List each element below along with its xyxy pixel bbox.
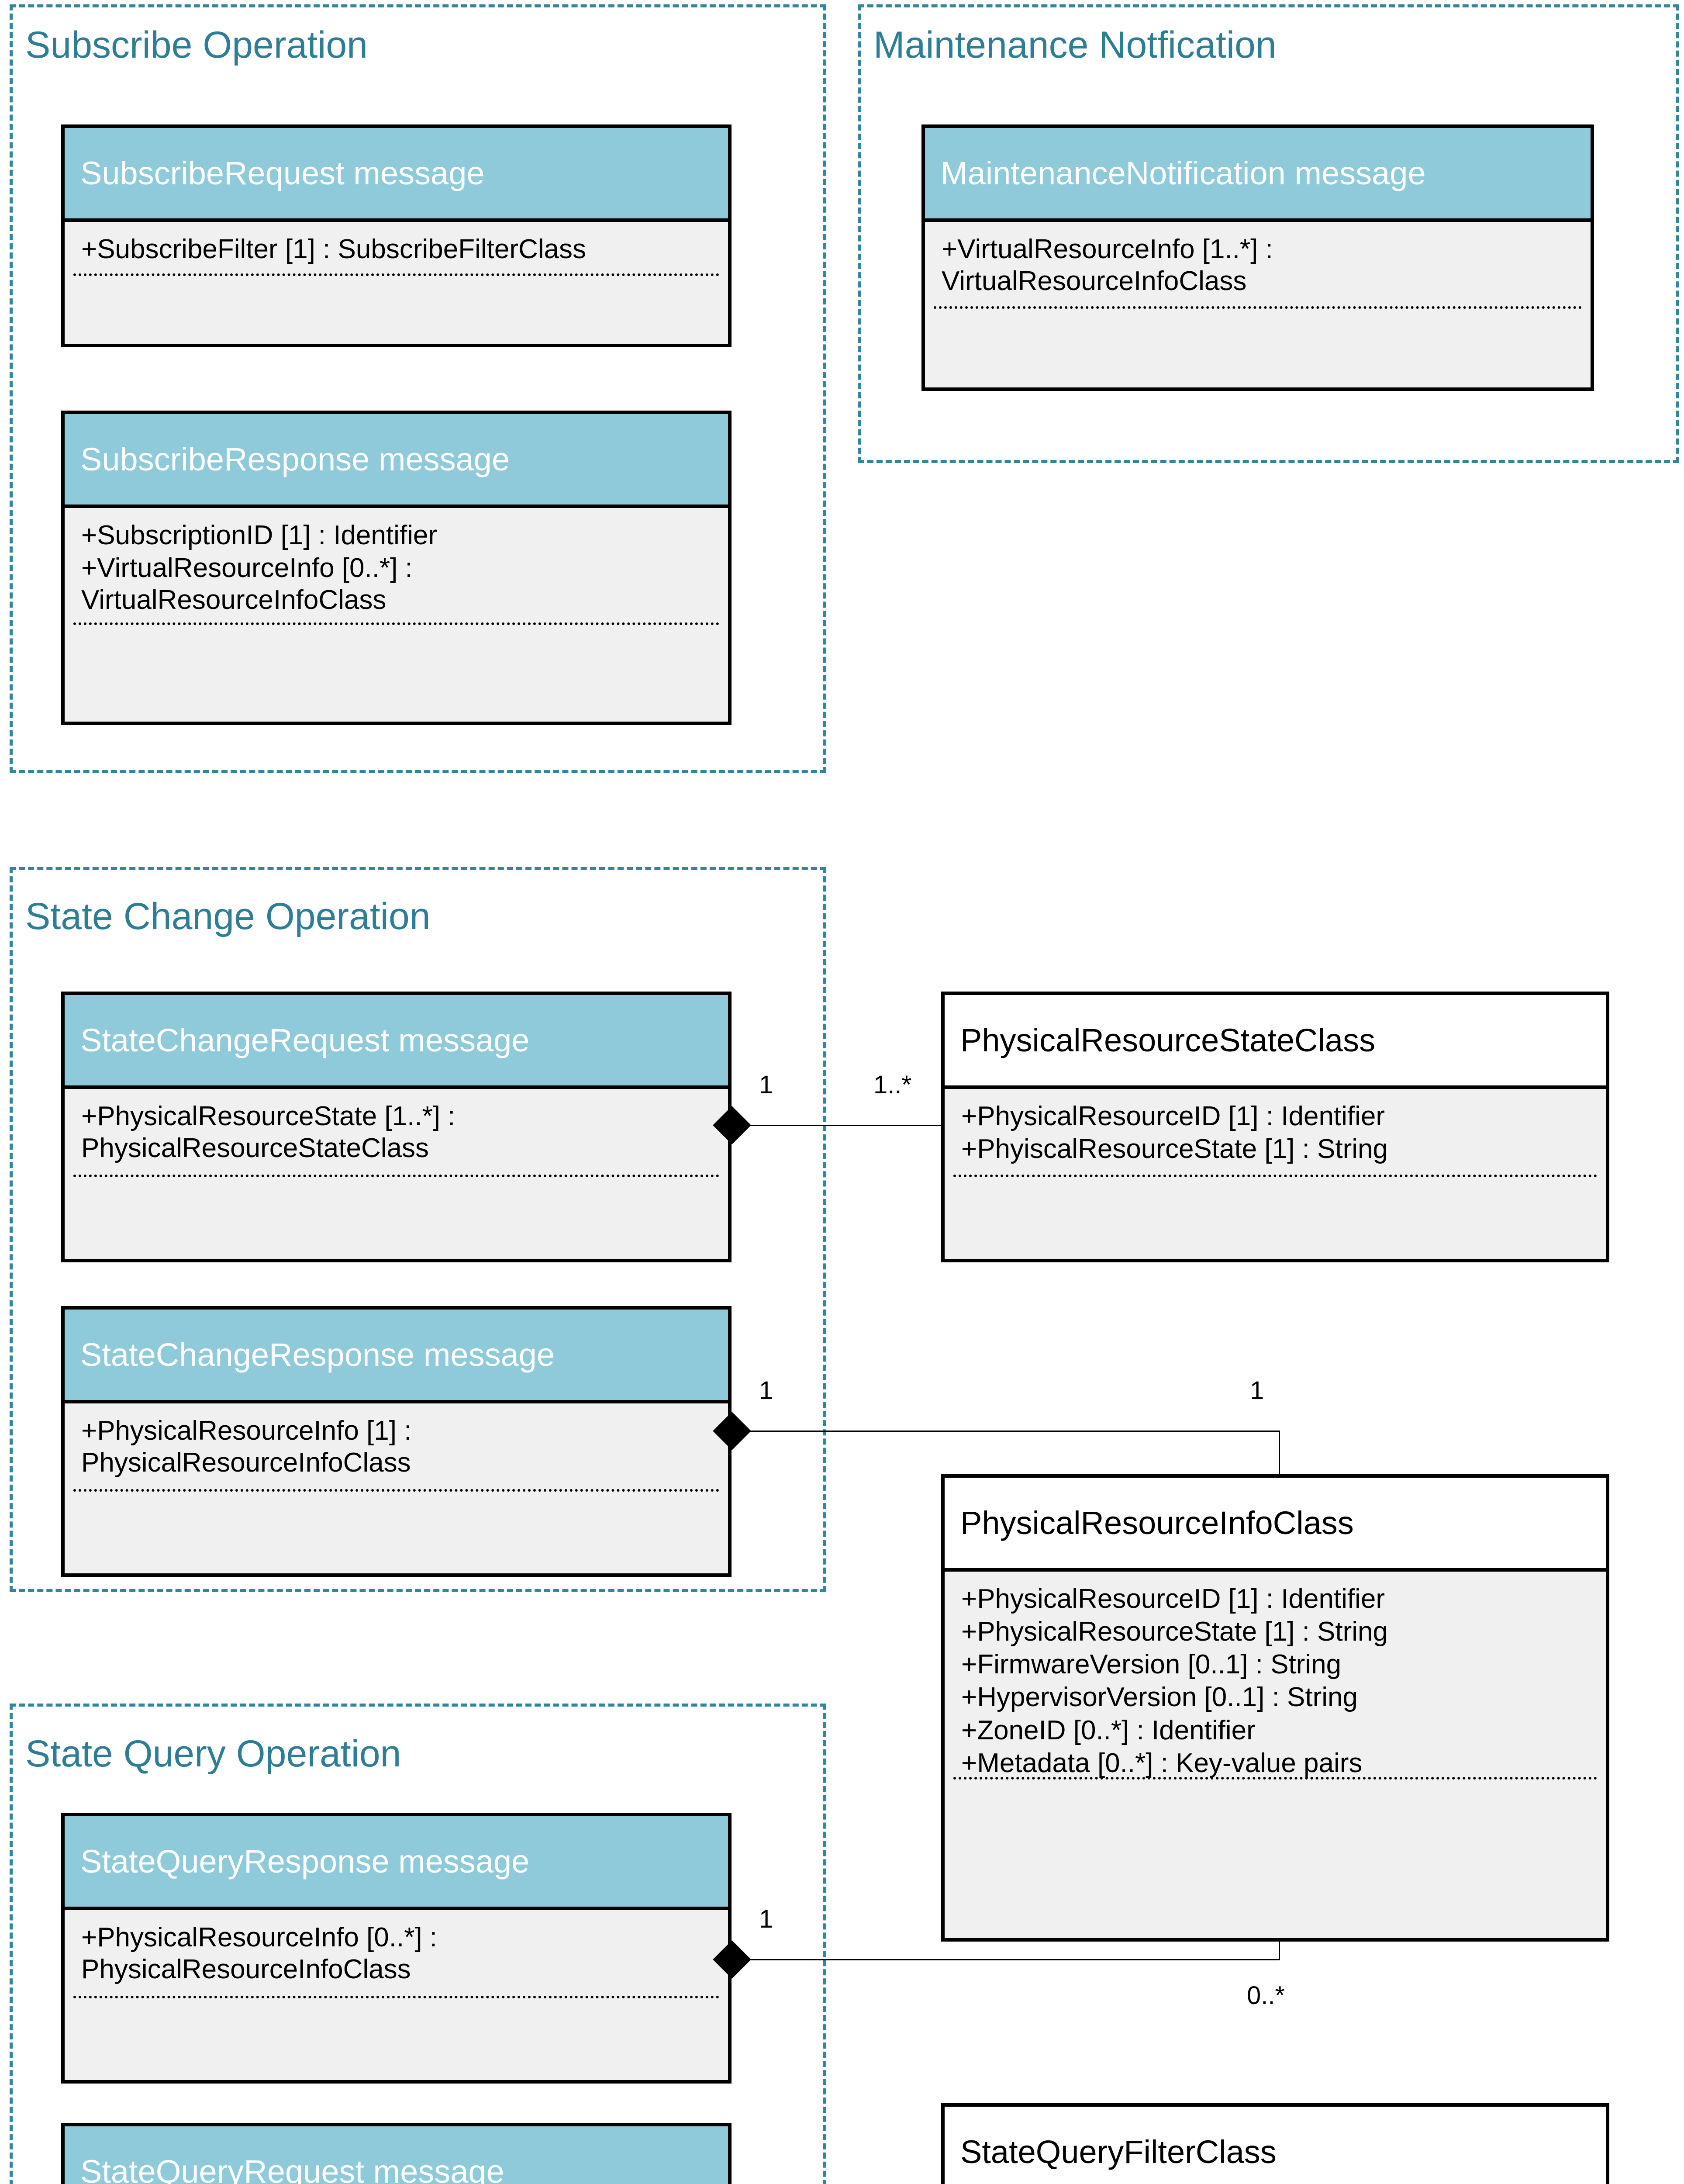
association-line: [742, 1431, 1280, 1432]
association-line: [1279, 1431, 1280, 1476]
class-box-subscribe-response[interactable]: SubscribeResponse message +SubscriptionI…: [61, 411, 732, 725]
compartment-separator: [953, 1777, 1597, 1780]
multiplicity-label: 1..*: [873, 1071, 912, 1099]
class-box-physical-resource-info-class[interactable]: PhysicalResourceInfoClass +PhysicalResou…: [941, 1474, 1609, 1942]
class-box-state-query-response[interactable]: StateQueryResponse message +PhysicalReso…: [61, 1813, 732, 2084]
attribute: +PhysicalResourceState [1..*] : Physical…: [81, 1101, 456, 1164]
class-box-subscribe-request[interactable]: SubscribeRequest message +SubscribeFilte…: [61, 124, 732, 347]
class-header-physical-resource-state-class: PhysicalResourceStateClass: [945, 995, 1606, 1089]
attribute: +HypervisorVersion [0..1] : String: [961, 1682, 1358, 1713]
multiplicity-label: 1: [759, 1905, 773, 1933]
compartment-separator: [73, 1175, 719, 1177]
attribute: +FirmwareVersion [0..1] : String: [961, 1649, 1342, 1680]
class-header-maintenance-notification: MaintenanceNotification message: [925, 128, 1591, 222]
attribute: +PhysicalResourceID [1] : Identifier: [961, 1584, 1385, 1614]
class-attributes-state-change-response: +PhysicalResourceInfo [1] : PhysicalReso…: [65, 1403, 728, 1573]
multiplicity-label: 1: [1250, 1376, 1264, 1405]
compartment-separator: [73, 1489, 719, 1492]
attribute: +SubscriptionID [1] : Identifier: [81, 520, 438, 550]
class-attributes-physical-resource-state-class: +PhysicalResourceID [1] : Identifier +Ph…: [945, 1089, 1606, 1259]
class-header-physical-resource-info-class: PhysicalResourceInfoClass: [945, 1478, 1606, 1572]
class-header-state-query-response: StateQueryResponse message: [65, 1816, 728, 1910]
compartment-separator: [73, 622, 719, 625]
class-box-state-change-request[interactable]: StateChangeRequest message +PhysicalReso…: [61, 992, 732, 1262]
package-subscribe-operation: [10, 4, 826, 773]
attribute: +PhysicalResourceID [1] : Identifier: [961, 1101, 1385, 1131]
compartment-separator: [953, 1175, 1597, 1177]
package-maintenance-notification: [858, 4, 1679, 463]
multiplicity-label: 0..*: [1247, 1981, 1285, 2010]
class-attributes-physical-resource-info-class: +PhysicalResourceID [1] : Identifier +Ph…: [945, 1572, 1606, 1938]
class-header-subscribe-response: SubscribeResponse message: [65, 414, 728, 508]
class-box-physical-resource-state-class[interactable]: PhysicalResourceStateClass +PhysicalReso…: [941, 992, 1609, 1262]
compartment-separator: [934, 306, 1582, 309]
class-attributes-subscribe-response: +SubscriptionID [1] : Identifier +Virtua…: [65, 508, 728, 722]
class-attributes-subscribe-request: +SubscribeFilter [1] : SubscribeFilterCl…: [65, 222, 728, 344]
class-attributes-state-change-request: +PhysicalResourceState [1..*] : Physical…: [65, 1089, 728, 1259]
class-header-state-query-filter-class: StateQueryFilterClass: [945, 2107, 1606, 2184]
class-header-subscribe-request: SubscribeRequest message: [65, 128, 728, 222]
attribute: +ZoneID [0..*] : Identifier: [961, 1715, 1256, 1745]
class-box-state-query-filter-class[interactable]: StateQueryFilterClass +PhysicalResourceI…: [941, 2103, 1609, 2184]
package-title-state-query-operation: State Query Operation: [25, 1733, 401, 1775]
attribute: +PhysicalResourceInfo [1] : PhysicalReso…: [81, 1416, 412, 1478]
multiplicity-label: 1: [759, 1376, 773, 1405]
class-box-maintenance-notification[interactable]: MaintenanceNotification message +Virtual…: [921, 124, 1594, 391]
attribute: +PhyiscalResourceState [1] : String: [961, 1134, 1388, 1165]
compartment-separator: [73, 1996, 719, 1998]
class-header-state-change-response: StateChangeResponse message: [65, 1310, 728, 1403]
class-attributes-state-query-response: +PhysicalResourceInfo [0..*] : PhysicalR…: [65, 1910, 728, 2080]
attribute: +PhysicalResourceInfo [0..*] : PhysicalR…: [81, 1922, 438, 1985]
class-box-state-change-response[interactable]: StateChangeResponse message +PhysicalRes…: [61, 1306, 732, 1577]
class-box-state-query-request[interactable]: StateQueryRequest message StateQueryFilt…: [61, 2123, 732, 2184]
package-title-subscribe-operation: Subscribe Operation: [25, 24, 368, 66]
attribute: +VirtualResourceInfo [0..*] : VirtualRes…: [81, 553, 413, 615]
attribute: +PhysicalResourceState [1] : String: [961, 1617, 1388, 1647]
class-attributes-maintenance-notification: +VirtualResourceInfo [1..*] : VirtualRes…: [925, 222, 1591, 387]
attribute: +SubscribeFilter [1] : SubscribeFilterCl…: [81, 234, 587, 264]
attribute: +Metadata [0..*] : Key-value pairs: [961, 1748, 1363, 1778]
package-title-state-change-operation: State Change Operation: [25, 895, 431, 937]
association-line: [1279, 1938, 1280, 1960]
compartment-separator: [73, 273, 719, 276]
attribute: +VirtualResourceInfo [1..*] : VirtualRes…: [942, 234, 1273, 297]
class-header-state-query-request: StateQueryRequest message: [65, 2126, 728, 2184]
multiplicity-label: 1: [759, 1071, 773, 1099]
association-line: [742, 1125, 943, 1126]
package-title-maintenance-notification: Maintenance Notfication: [873, 24, 1277, 66]
association-line: [742, 1959, 1280, 1960]
package-state-change-operation: [10, 867, 826, 1592]
class-header-state-change-request: StateChangeRequest message: [65, 995, 728, 1089]
package-state-query-operation: [10, 1704, 826, 2184]
